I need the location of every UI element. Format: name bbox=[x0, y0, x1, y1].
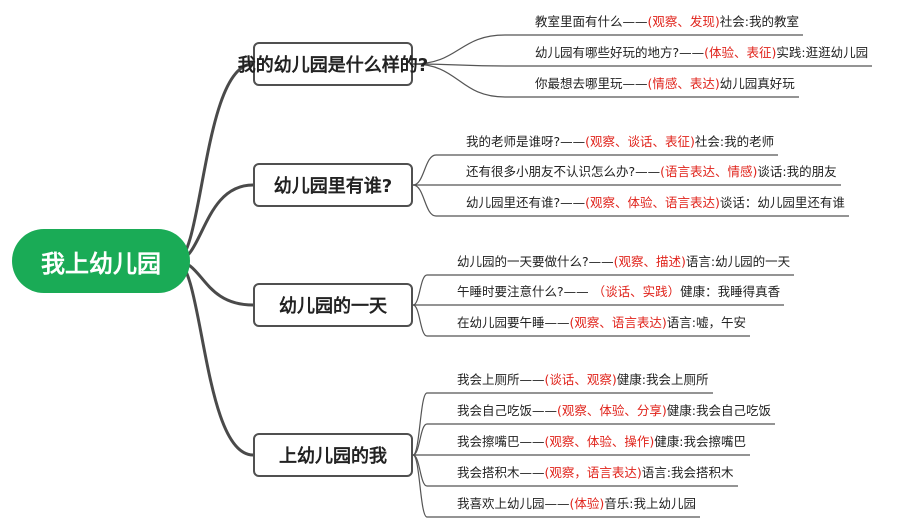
branch-leaf-connector bbox=[412, 154, 778, 186]
leaf-item[interactable]: 我会自己吃饭——(观察、体验、分享)健康:我会自己吃饭 bbox=[457, 403, 771, 418]
leaf-item[interactable]: 幼儿园有哪些好玩的地方?——(体验、表征)实践:逛逛幼儿园 bbox=[535, 45, 869, 60]
leaf-item[interactable]: 幼儿园里还有谁?——(观察、体验、语言表达)谈话：幼儿园里还有谁 bbox=[466, 195, 845, 210]
branch-label: 幼儿园里有谁? bbox=[273, 176, 393, 197]
root-topic[interactable]: 我上幼儿园 bbox=[12, 229, 190, 293]
leaf-item[interactable]: 教室里面有什么——(观察、发现)社会:我的教室 bbox=[535, 14, 799, 29]
branch-a-day-in-kindergarten[interactable]: 幼儿园的一天 bbox=[253, 283, 413, 327]
leaf-item[interactable]: 在幼儿园要午睡——(观察、语言表达)语言:嘘，午安 bbox=[457, 315, 746, 330]
leaf-item[interactable]: 你最想去哪里玩——(情感、表达)幼儿园真好玩 bbox=[535, 76, 795, 91]
leaf-item[interactable]: 午睡时要注意什么?—— （谈话、实践）健康：我睡得真香 bbox=[457, 284, 781, 299]
branch-who-is-in-kindergarten[interactable]: 幼儿园里有谁? bbox=[253, 163, 413, 207]
branch-leaf-connector bbox=[412, 423, 775, 456]
leaf-item[interactable]: 我会擦嘴巴——(观察、体验、操作)健康:我会擦嘴巴 bbox=[457, 434, 746, 449]
branch-leaf-connector bbox=[412, 63, 872, 67]
leaf-item[interactable]: 我喜欢上幼儿园——(体验)音乐:我上幼儿园 bbox=[457, 496, 696, 511]
leaf-item[interactable]: 还有很多小朋友不认识怎么办?——(语言表达、情感)谈话:我的朋友 bbox=[466, 164, 837, 179]
leaf-item[interactable]: 幼儿园的一天要做什么?——(观察、描述)语言:幼儿园的一天 bbox=[457, 254, 791, 269]
leaf-item[interactable]: 我会上厕所——(谈话、观察)健康:我会上厕所 bbox=[457, 372, 709, 387]
branch-leaf-connector bbox=[412, 63, 799, 98]
branch-label: 我的幼儿园是什么样的? bbox=[237, 55, 429, 76]
branch-leaf-connector bbox=[412, 184, 849, 217]
branch-label: 上幼儿园的我 bbox=[279, 446, 387, 467]
branch-label: 幼儿园的一天 bbox=[279, 296, 387, 317]
branch-leaf-connector bbox=[412, 454, 700, 518]
branch-me-at-kindergarten[interactable]: 上幼儿园的我 bbox=[253, 433, 413, 477]
root-topic-label: 我上幼儿园 bbox=[41, 249, 161, 278]
root-branch-connector bbox=[174, 62, 255, 263]
branch-leaf-connector bbox=[412, 274, 794, 306]
branch-leaf-connector bbox=[412, 304, 750, 337]
branch-my-kindergarten[interactable]: 我的幼儿园是什么样的? bbox=[238, 42, 428, 86]
leaf-item[interactable]: 我会搭积木——(观察，语言表达)语言:我会搭积木 bbox=[457, 465, 734, 480]
leaf-item[interactable]: 我的老师是谁呀?——(观察、谈话、表征)社会:我的老师 bbox=[466, 134, 775, 149]
branch-leaf-connector bbox=[412, 34, 803, 65]
